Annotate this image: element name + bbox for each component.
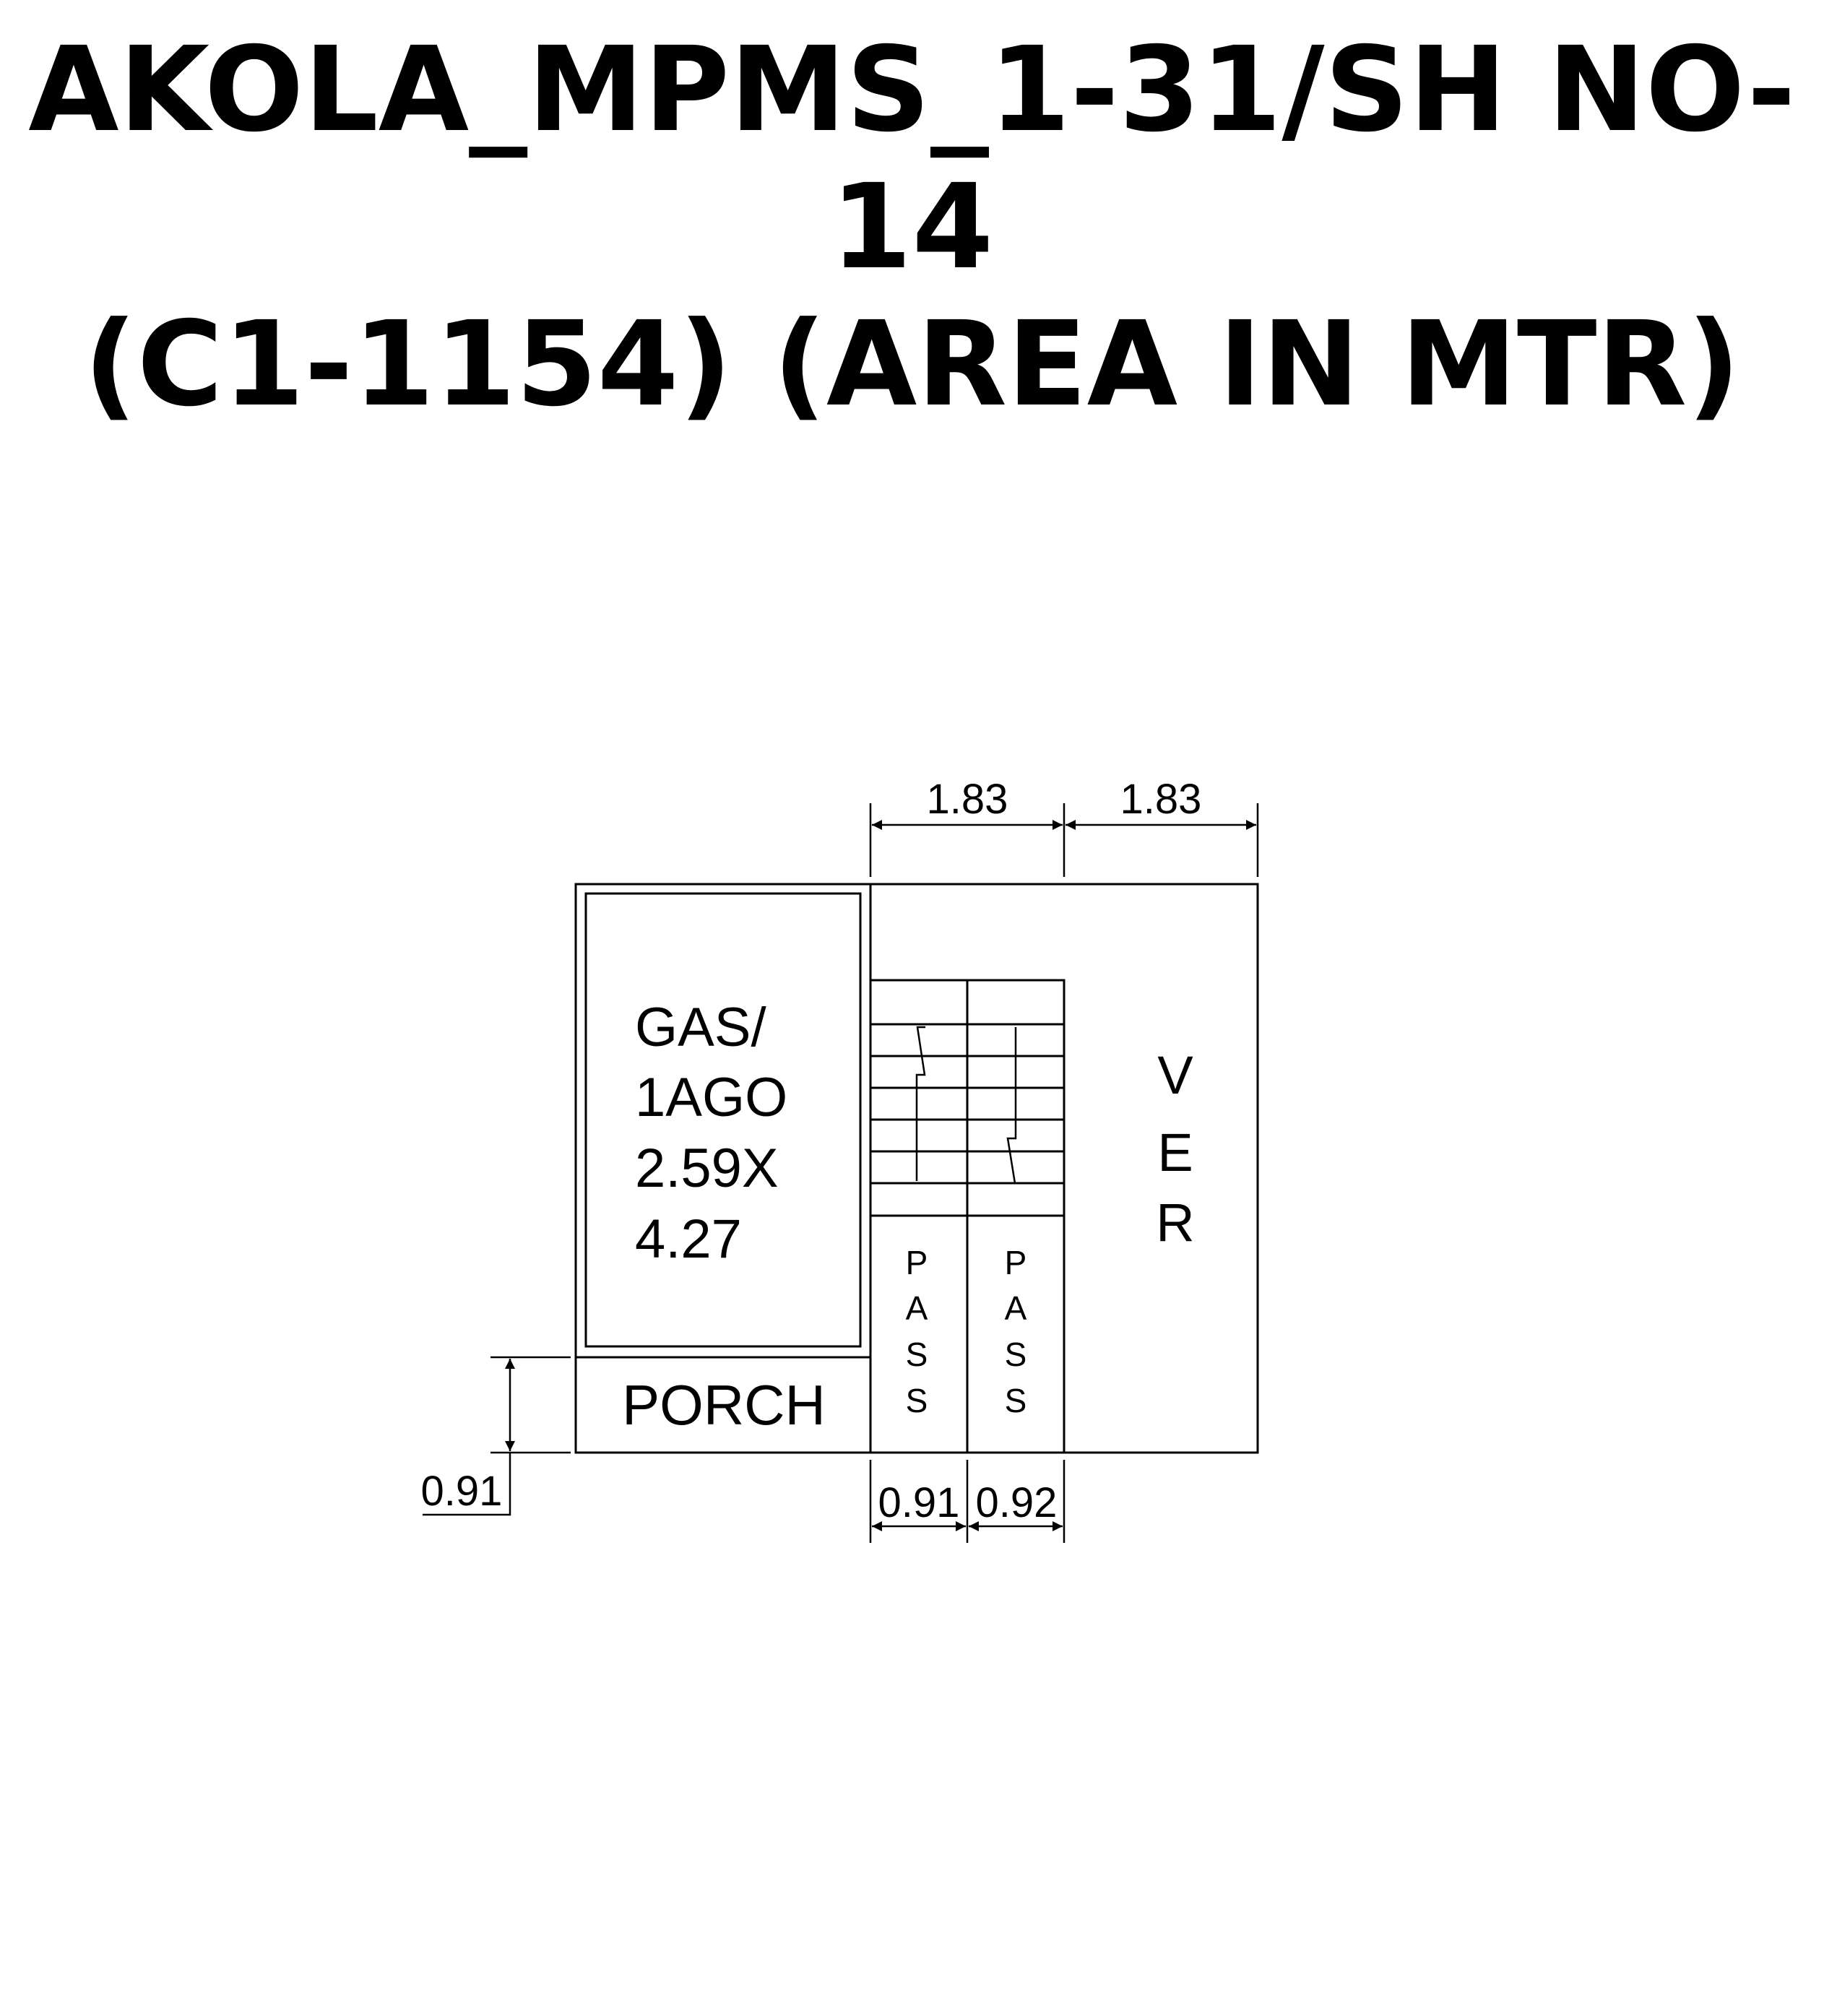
title-line-1: AKOLA_MPMS_1-31/SH NO-14: [28, 22, 1796, 295]
stair-break-right: [1006, 1027, 1017, 1185]
dim-top-left-text: 1.83: [927, 776, 1008, 823]
verandah-letter: E: [1157, 1122, 1193, 1182]
passage-right-letter: P: [1005, 1244, 1027, 1281]
page-title: AKOLA_MPMS_1-31/SH NO-14 (C1-1154) (AREA…: [0, 22, 1824, 433]
dim-pass-left-text: 0.91: [878, 1479, 960, 1526]
passage-right-letter: A: [1005, 1289, 1027, 1327]
dim-porch-text: 0.91: [421, 1468, 503, 1515]
dim-porch-leader: [423, 1453, 511, 1516]
dim-pass-right-text: 0.92: [976, 1479, 1058, 1526]
stair-break-left: [915, 1026, 926, 1181]
verandah-letter: R: [1156, 1193, 1194, 1253]
godown-label-line-4: 4.27: [635, 1208, 742, 1270]
passage-left-letter: A: [906, 1289, 928, 1327]
title-line-2: (C1-1154) (AREA IN MTR): [83, 297, 1741, 433]
passage-right-letter: S: [1005, 1382, 1027, 1419]
passage-left-letter: P: [906, 1244, 928, 1281]
passage-left-letter: S: [906, 1382, 928, 1419]
passage-left-letter: S: [906, 1336, 928, 1373]
godown-label-line-2: 1AGO: [635, 1067, 787, 1128]
passage-right-letter: S: [1005, 1336, 1027, 1373]
godown-inner-wall: [584, 892, 862, 1348]
godown-label-line-3: 2.59X: [635, 1138, 779, 1199]
porch-label: PORCH: [622, 1373, 826, 1437]
verandah-letter: V: [1157, 1045, 1193, 1105]
dim-top-right-text: 1.83: [1120, 776, 1202, 823]
godown-label-line-1: GAS/: [635, 997, 766, 1058]
